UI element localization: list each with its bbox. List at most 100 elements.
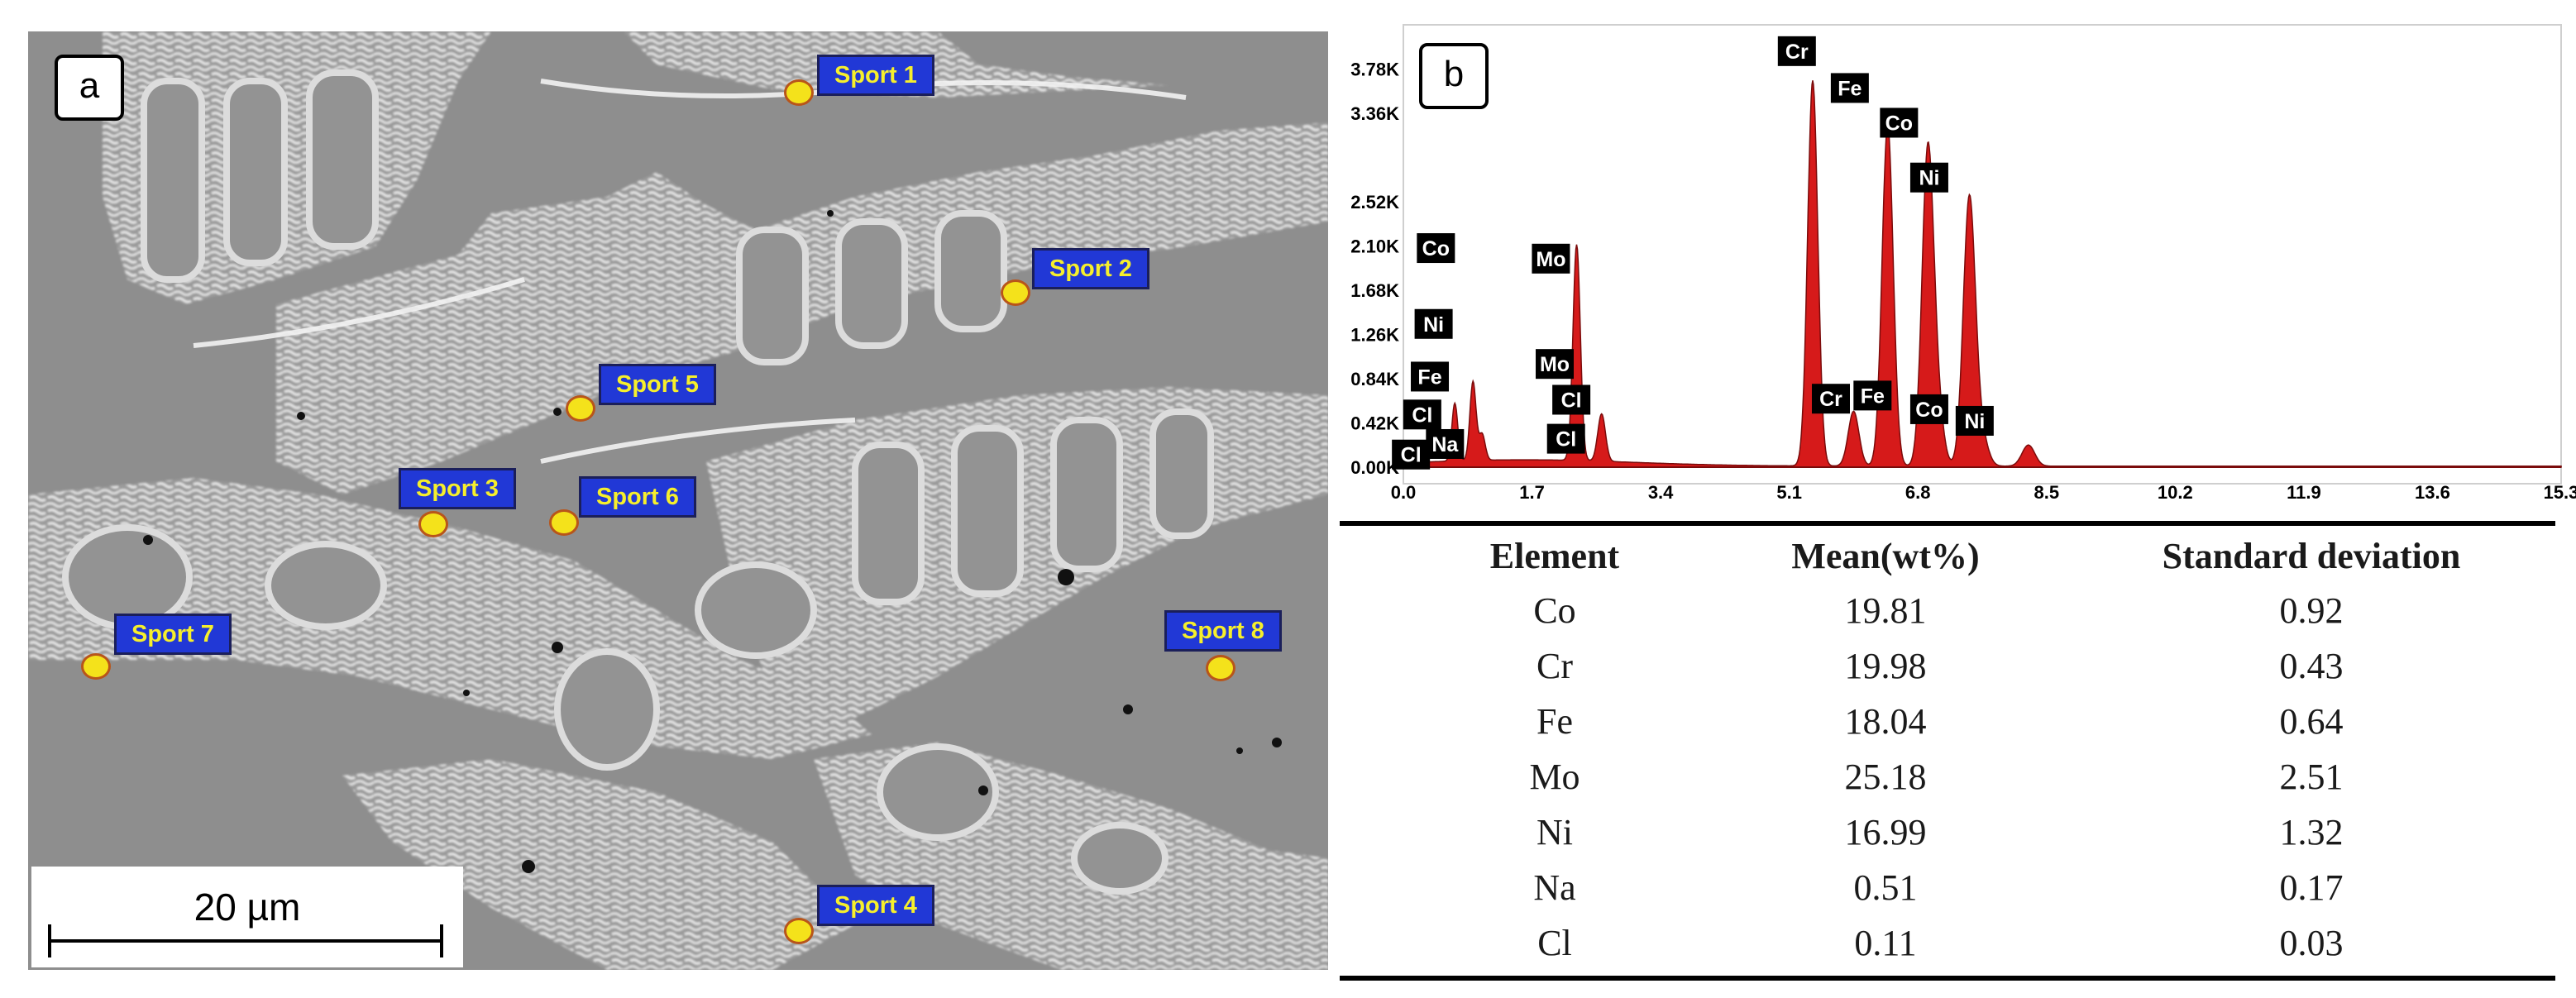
panel-b-letter: b bbox=[1419, 43, 1489, 109]
scale-bar-text: 20 µm bbox=[194, 886, 301, 929]
cell-mean: 19.81 bbox=[1844, 590, 1927, 631]
svg-text:Fe: Fe bbox=[1417, 365, 1441, 389]
y-tick-label: 3.36K bbox=[1350, 103, 1399, 124]
y-tick-label: 0.42K bbox=[1350, 413, 1399, 434]
peak-label-ni: Ni bbox=[1955, 405, 1994, 436]
peak-label-cr: Cr bbox=[1811, 384, 1850, 414]
svg-text:Ni: Ni bbox=[1423, 313, 1444, 337]
header-std: Standard deviation bbox=[2162, 536, 2461, 576]
svg-text:Co: Co bbox=[1422, 237, 1450, 260]
spot-1-label: Sport 1 bbox=[817, 55, 934, 96]
x-tick-label: 1.7 bbox=[1519, 482, 1545, 503]
svg-text:Cl: Cl bbox=[1401, 444, 1422, 467]
scale-bar-tick-right bbox=[440, 924, 443, 957]
spot-4-marker bbox=[784, 918, 814, 944]
svg-text:Cr: Cr bbox=[1785, 41, 1809, 64]
peak-label-fe: Fe bbox=[1411, 361, 1450, 392]
svg-text:Ni: Ni bbox=[1919, 167, 1939, 190]
peak-label-co: Co bbox=[1880, 107, 1919, 138]
spot-6-label: Sport 6 bbox=[579, 476, 696, 518]
cell-std: 1.32 bbox=[2279, 812, 2344, 852]
sem-micrograph-panel: a Sport 1 Sport 2 Sport 3 Sport 4 Sport … bbox=[28, 31, 1328, 970]
cell-element: Mo bbox=[1529, 757, 1580, 797]
table-row: Ni 16.99 1.32 bbox=[1340, 805, 2555, 860]
spot-3-label: Sport 3 bbox=[399, 468, 516, 509]
cell-mean: 0.51 bbox=[1853, 867, 1918, 908]
cell-element: Fe bbox=[1537, 701, 1573, 742]
spot-6-marker bbox=[549, 509, 579, 536]
cell-std: 0.17 bbox=[2279, 867, 2344, 908]
cell-std: 0.03 bbox=[2279, 923, 2344, 963]
spot-3-marker bbox=[418, 511, 448, 537]
x-tick-label: 13.6 bbox=[2415, 482, 2450, 503]
table-row: Na 0.51 0.17 bbox=[1340, 861, 2555, 915]
peak-label-cr: Cr bbox=[1777, 36, 1816, 66]
cell-mean: 19.98 bbox=[1844, 646, 1927, 686]
x-tick-label: 5.1 bbox=[1776, 482, 1802, 503]
svg-text:Cl: Cl bbox=[1561, 389, 1582, 412]
plot-frame bbox=[1403, 24, 2562, 485]
cell-element: Cr bbox=[1537, 646, 1573, 686]
svg-text:Ni: Ni bbox=[1964, 410, 1985, 433]
x-tick-label: 15.3 bbox=[2544, 482, 2576, 503]
spot-7-marker bbox=[81, 653, 111, 680]
peak-label-ni: Ni bbox=[1909, 162, 1948, 193]
peak-label-mo: Mo bbox=[1536, 349, 1575, 380]
svg-text:Cl: Cl bbox=[1556, 428, 1576, 451]
peak-label-fe: Fe bbox=[1830, 73, 1869, 103]
svg-text:Co: Co bbox=[1915, 399, 1943, 422]
table-header-row: Element Mean(wt%) Standard deviation bbox=[1340, 529, 2555, 584]
peak-label-cl: Cl bbox=[1552, 384, 1591, 415]
svg-text:Cl: Cl bbox=[1412, 403, 1432, 427]
table-row: Fe 18.04 0.64 bbox=[1340, 695, 2555, 749]
spot-2-label: Sport 2 bbox=[1032, 248, 1149, 289]
spot-2-marker bbox=[1001, 279, 1030, 306]
y-tick-label: 0.84K bbox=[1350, 369, 1399, 389]
sem-micrograph-image bbox=[28, 31, 1328, 970]
x-tick-label: 6.8 bbox=[1905, 482, 1931, 503]
y-tick-label: 2.52K bbox=[1350, 192, 1399, 212]
svg-text:Fe: Fe bbox=[1838, 77, 1862, 100]
cell-std: 2.51 bbox=[2279, 757, 2344, 797]
svg-text:Fe: Fe bbox=[1861, 384, 1885, 408]
peak-label-ni: Ni bbox=[1414, 308, 1453, 339]
peak-label-fe: Fe bbox=[1853, 380, 1892, 411]
header-mean: Mean(wt%) bbox=[1791, 536, 1980, 576]
peak-label-cl: Cl bbox=[1392, 439, 1431, 470]
cell-element: Co bbox=[1533, 590, 1576, 631]
spot-8-marker bbox=[1206, 655, 1235, 681]
svg-text:Cr: Cr bbox=[1819, 388, 1842, 411]
peak-label-co: Co bbox=[1909, 394, 1948, 424]
spot-4-label: Sport 4 bbox=[817, 885, 934, 926]
y-tick-label: 3.78K bbox=[1350, 60, 1399, 80]
x-tick-label: 3.4 bbox=[1648, 482, 1674, 503]
x-tick-label: 0.0 bbox=[1391, 482, 1417, 503]
x-tick-label: 11.9 bbox=[2287, 482, 2321, 503]
cell-std: 0.43 bbox=[2279, 646, 2344, 686]
x-tick-label: 8.5 bbox=[2034, 482, 2059, 503]
panel-a-letter: a bbox=[55, 55, 124, 121]
y-tick-label: 0.00K bbox=[1350, 457, 1399, 478]
svg-text:Co: Co bbox=[1885, 112, 1913, 135]
y-tick-label: 1.26K bbox=[1350, 325, 1399, 346]
eds-spectrum-chart: 0.00K0.42K0.84K1.26K1.68K2.10K2.52K3.36K… bbox=[1350, 24, 2576, 503]
svg-text:Mo: Mo bbox=[1540, 353, 1570, 376]
peak-label-cl: Cl bbox=[1403, 399, 1441, 430]
table-top-rule bbox=[1340, 521, 2555, 526]
cell-mean: 18.04 bbox=[1844, 701, 1927, 742]
y-tick-label: 2.10K bbox=[1350, 236, 1399, 257]
peak-label-mo: Mo bbox=[1532, 243, 1570, 274]
scale-bar-tick-left bbox=[48, 924, 51, 957]
spot-5-label: Sport 5 bbox=[599, 364, 716, 405]
cell-element: Na bbox=[1533, 867, 1576, 908]
cell-mean: 16.99 bbox=[1844, 812, 1927, 852]
spot-1-marker bbox=[784, 79, 814, 106]
cell-std: 0.64 bbox=[2279, 701, 2344, 742]
scale-bar-line bbox=[48, 939, 442, 943]
cell-element: Ni bbox=[1537, 812, 1573, 852]
table-bottom-rule bbox=[1340, 976, 2555, 981]
